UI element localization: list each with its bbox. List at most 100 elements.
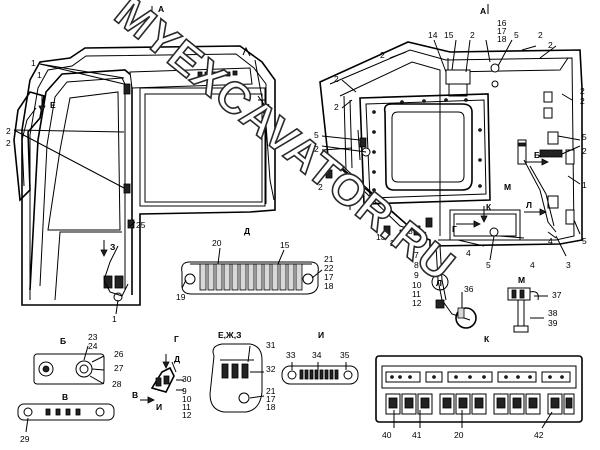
indicator-lamps [385, 371, 571, 383]
callout-2: 2 [582, 146, 587, 156]
view-m-detail: М [507, 275, 548, 333]
callout-5: 5 [582, 132, 587, 142]
callout-20: 20 [454, 430, 464, 440]
callout-37: 37 [552, 290, 562, 300]
right-cab-view [319, 4, 583, 321]
callout-31: 31 [266, 340, 276, 350]
callout-2: 2 [470, 30, 475, 40]
callout-17: 17 [324, 272, 334, 282]
hatch-bolts [372, 98, 482, 192]
callout-8: 8 [414, 260, 419, 270]
callout-1: 1 [37, 70, 42, 80]
callout-2: 2 [380, 50, 385, 60]
callout-13: 13 [376, 232, 386, 242]
callout-18: 18 [497, 34, 507, 44]
callout-18: 18 [324, 281, 334, 291]
view-arrow-label-k: К [486, 202, 492, 212]
callout-3: 3 [566, 260, 571, 270]
view-arrow-label-m: М [504, 182, 511, 192]
callout-2: 2 [314, 144, 319, 154]
callout-5: 5 [314, 130, 319, 140]
view-label-e: Е [50, 100, 56, 110]
view-label-k: К [484, 334, 490, 344]
callout-35: 35 [340, 350, 350, 360]
callout-17: 17 [497, 26, 507, 36]
view-label-m: М [518, 275, 525, 285]
callout-3: 3 [408, 226, 413, 236]
callout-5: 5 [318, 170, 323, 180]
view-d-fuse-block: Д [181, 226, 323, 295]
callout-1: 1 [31, 58, 36, 68]
view-l-detail: Л [431, 273, 477, 329]
callout-20: 20 [212, 238, 222, 248]
callout-2: 2 [538, 30, 543, 40]
view-label-zh: Ж [261, 102, 270, 112]
callout-4: 4 [530, 260, 535, 270]
callout-2: 2 [6, 126, 11, 136]
rocker-switch-row [385, 393, 575, 415]
callout-2: 2 [318, 182, 323, 192]
view-b-panel: Б [33, 336, 105, 385]
callout-2: 2 [334, 102, 339, 112]
callout-12: 12 [412, 298, 422, 308]
view-label-i: И [318, 330, 324, 340]
callout-9: 9 [182, 386, 187, 396]
callout-12: 12 [182, 410, 192, 420]
callout-40: 40 [382, 430, 392, 440]
callout-22: 22 [324, 263, 334, 273]
callout-36: 36 [464, 284, 474, 294]
callout-7: 7 [414, 250, 419, 260]
callout-38: 38 [548, 308, 558, 318]
callout-30: 30 [182, 374, 192, 384]
callout-4: 4 [548, 236, 553, 246]
callout-15: 15 [280, 240, 290, 250]
callout-2: 2 [6, 138, 11, 148]
callout-19: 19 [176, 292, 186, 302]
view-label-ezh-z: Е,Ж,З [218, 330, 241, 340]
view-arrow-label-i: И [156, 402, 162, 412]
callout-11: 11 [412, 289, 421, 299]
view-i-panel: И [281, 330, 359, 385]
view-ezh-z: Е,Ж,З [209, 330, 265, 413]
callout-18: 18 [266, 402, 276, 412]
callout-9: 9 [414, 270, 419, 280]
lower-connectors [325, 169, 433, 240]
callout-2: 2 [334, 74, 339, 84]
view-label-a-top: А [158, 4, 164, 14]
callout-5: 5 [486, 260, 491, 270]
callout-26: 26 [114, 349, 124, 359]
upper-console-switches [197, 70, 238, 77]
callout-2: 2 [580, 96, 585, 106]
callout-29: 29 [20, 434, 30, 444]
callout-21: 21 [266, 386, 276, 396]
callout-2: 2 [390, 238, 395, 248]
callout-25: 25 [136, 220, 146, 230]
callout-28: 28 [112, 379, 122, 389]
view-label-g: Г [174, 334, 179, 344]
callout-1: 1 [112, 314, 117, 324]
view-g: Г Д И В [132, 334, 184, 412]
view-k-switch-panel [375, 355, 583, 429]
view-arrow-label-g: Г [452, 224, 457, 234]
callout-14: 14 [428, 30, 438, 40]
view-arrow-label-b: Б [534, 150, 540, 160]
view-arrow-label-l: Л [526, 200, 532, 210]
view-v-panel: В [17, 392, 115, 433]
callout-24: 24 [88, 341, 98, 351]
view-label-l: Л [436, 278, 442, 288]
callout-2: 2 [548, 40, 553, 50]
callout-42: 42 [534, 430, 544, 440]
callout-11: 11 [182, 402, 191, 412]
callout-23: 23 [88, 332, 98, 342]
view-arrow-label-d: Д [174, 354, 180, 364]
callout-10: 10 [182, 394, 192, 404]
callout-17: 17 [266, 394, 276, 404]
callout-5: 5 [514, 30, 519, 40]
callout-39: 39 [548, 318, 558, 328]
view-label-v: В [62, 392, 68, 402]
callout-6: 6 [414, 240, 419, 250]
view-label-b: Б [60, 336, 66, 346]
left-cab-view [13, 6, 276, 315]
callout-10: 10 [412, 280, 422, 290]
